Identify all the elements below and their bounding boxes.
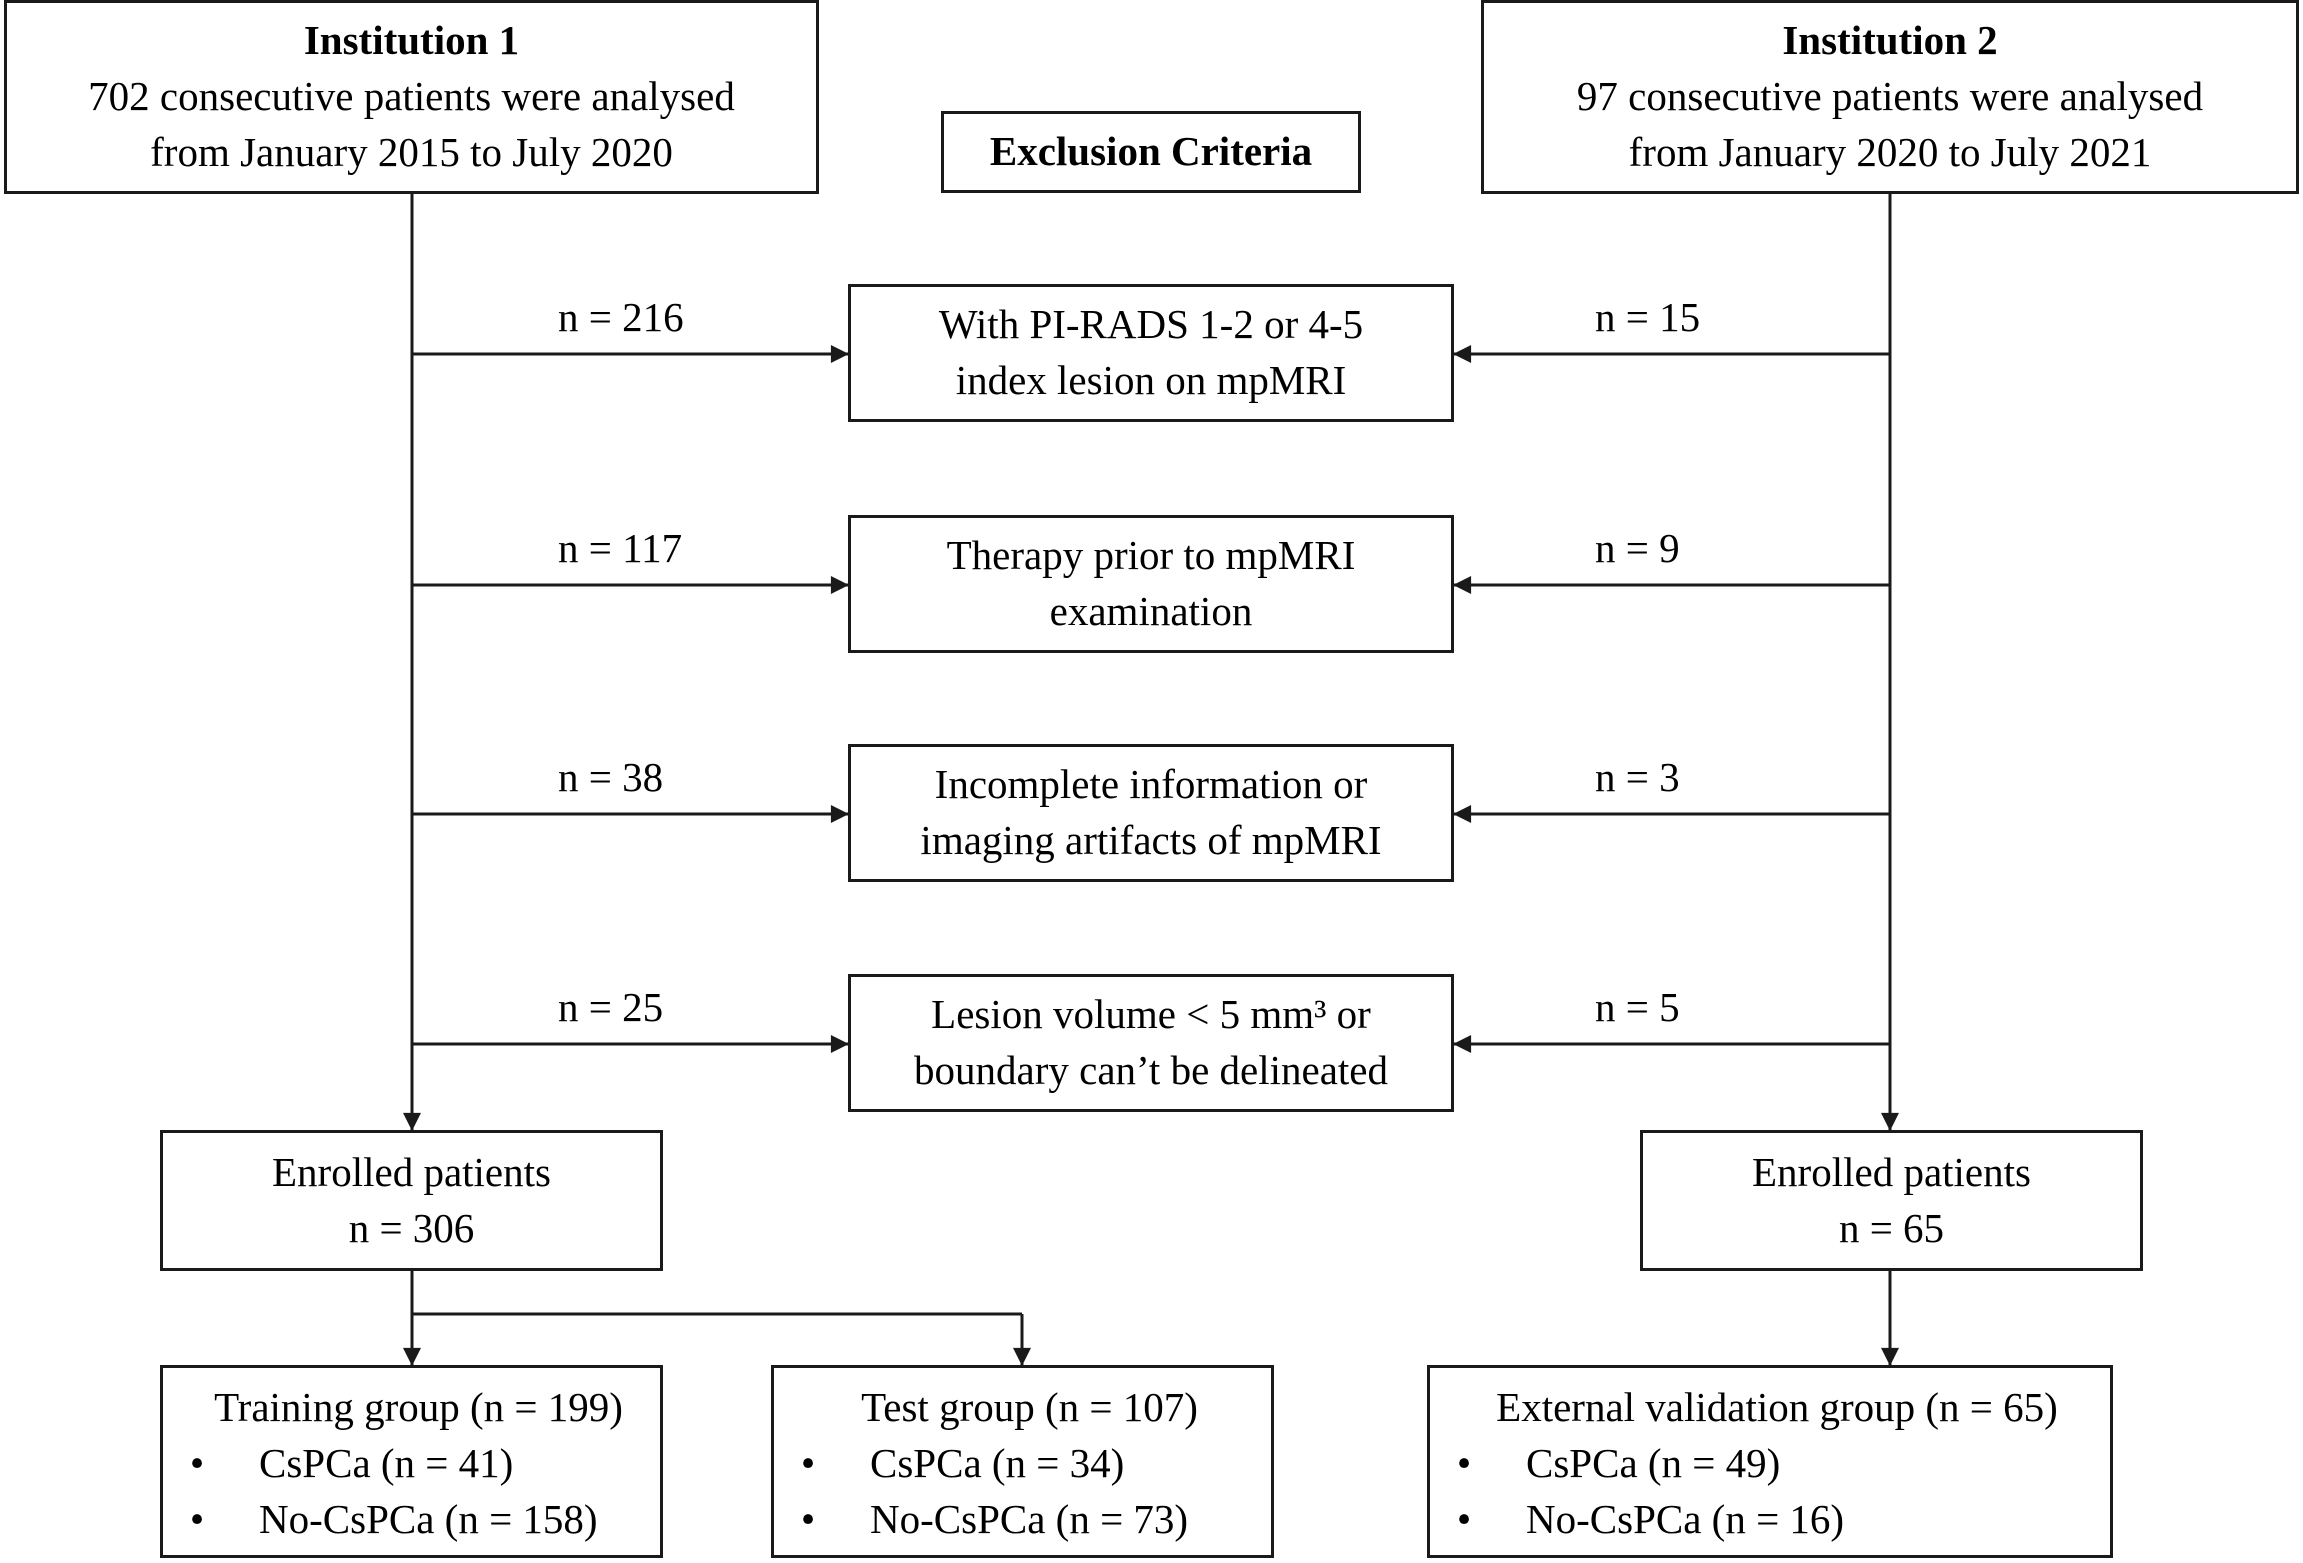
criteria-box-3: Incomplete information or imaging artifa…	[848, 744, 1454, 882]
criteria-1-line-1: With PI-RADS 1-2 or 4-5	[938, 301, 1364, 348]
exclusion-criteria-title: Exclusion Criteria	[989, 128, 1313, 175]
test-group-no-cspca-text: No-CsPCa (n = 73)	[870, 1495, 1189, 1542]
count-left-criteria-1: n = 216	[558, 294, 684, 340]
institution-2-title: Institution 2	[1782, 17, 1998, 64]
criteria-box-1: With PI-RADS 1-2 or 4-5 index lesion on …	[848, 284, 1454, 422]
institution-1-title: Institution 1	[303, 17, 520, 64]
count-left-criteria-3: n = 38	[558, 754, 664, 800]
bullet-icon: •	[189, 1495, 205, 1542]
bullet-icon: •	[800, 1495, 816, 1542]
institution-1-line-2: from January 2015 to July 2020	[150, 128, 673, 175]
test-group-box: Test group (n = 107) • CsPCa (n = 34) • …	[771, 1365, 1274, 1558]
enrolled-left-label: Enrolled patients	[272, 1148, 551, 1195]
enrolled-right-box: Enrolled patients n = 65	[1640, 1130, 2143, 1271]
criteria-4-line-2: boundary can’t be delineated	[914, 1047, 1388, 1093]
count-left-criteria-4: n = 25	[558, 984, 664, 1030]
external-group-item-no-cspca: • No-CsPCa (n = 16)	[1444, 1492, 2110, 1548]
count-right-criteria-3: n = 3	[1595, 754, 1680, 800]
criteria-4-line-1: Lesion volume < 5 mm³ or	[931, 991, 1371, 1038]
test-group-cspca-text: CsPCa (n = 34)	[870, 1439, 1125, 1486]
external-group-item-cspca: • CsPCa (n = 49)	[1444, 1436, 2110, 1492]
count-right-criteria-4: n = 5	[1595, 984, 1680, 1030]
count-left-criteria-2: n = 117	[558, 525, 683, 571]
enrolled-right-label: Enrolled patients	[1752, 1148, 2031, 1195]
test-group-item-cspca: • CsPCa (n = 34)	[788, 1436, 1271, 1492]
institution-1-box: Institution 1 702 consecutive patients w…	[4, 0, 819, 194]
criteria-3-line-1: Incomplete information or	[934, 761, 1368, 808]
bullet-icon: •	[1456, 1439, 1472, 1486]
external-validation-group-title: External validation group (n = 65)	[1496, 1384, 2058, 1430]
training-group-no-cspca-text: No-CsPCa (n = 158)	[259, 1495, 598, 1542]
count-right-criteria-1: n = 15	[1595, 294, 1701, 340]
criteria-2-line-2: examination	[1049, 588, 1253, 634]
external-validation-group-box: External validation group (n = 65) • CsP…	[1427, 1365, 2113, 1558]
training-group-cspca-text: CsPCa (n = 41)	[259, 1439, 514, 1486]
training-group-item-cspca: • CsPCa (n = 41)	[177, 1436, 660, 1492]
test-group-title: Test group (n = 107)	[861, 1384, 1198, 1430]
training-group-box: Training group (n = 199) • CsPCa (n = 41…	[160, 1365, 663, 1558]
bullet-icon: •	[1456, 1495, 1472, 1542]
enrolled-left-box: Enrolled patients n = 306	[160, 1130, 663, 1271]
criteria-2-line-1: Therapy prior to mpMRI	[946, 532, 1356, 579]
bullet-icon: •	[189, 1439, 205, 1486]
bullet-icon: •	[800, 1439, 816, 1486]
test-group-item-no-cspca: • No-CsPCa (n = 73)	[788, 1492, 1271, 1548]
institution-2-line-2: from January 2020 to July 2021	[1628, 128, 2152, 175]
training-group-item-no-cspca: • No-CsPCa (n = 158)	[177, 1492, 660, 1548]
criteria-box-2: Therapy prior to mpMRI examination	[848, 515, 1454, 653]
enrolled-right-count: n = 65	[1838, 1204, 1945, 1251]
exclusion-criteria-header: Exclusion Criteria	[941, 111, 1361, 193]
external-group-no-cspca-text: No-CsPCa (n = 16)	[1526, 1495, 1845, 1542]
criteria-1-line-2: index lesion on mpMRI	[955, 357, 1347, 403]
institution-1-line-1: 702 consecutive patients were analysed	[88, 73, 735, 120]
enrolled-left-count: n = 306	[348, 1204, 475, 1251]
external-group-cspca-text: CsPCa (n = 49)	[1526, 1439, 1781, 1486]
institution-2-line-1: 97 consecutive patients were analysed	[1576, 73, 2204, 120]
criteria-box-4: Lesion volume < 5 mm³ or boundary can’t …	[848, 974, 1454, 1112]
training-group-title: Training group (n = 199)	[214, 1384, 623, 1430]
institution-2-box: Institution 2 97 consecutive patients we…	[1481, 0, 2299, 194]
criteria-3-line-2: imaging artifacts of mpMRI	[920, 817, 1382, 863]
count-right-criteria-2: n = 9	[1595, 525, 1680, 571]
